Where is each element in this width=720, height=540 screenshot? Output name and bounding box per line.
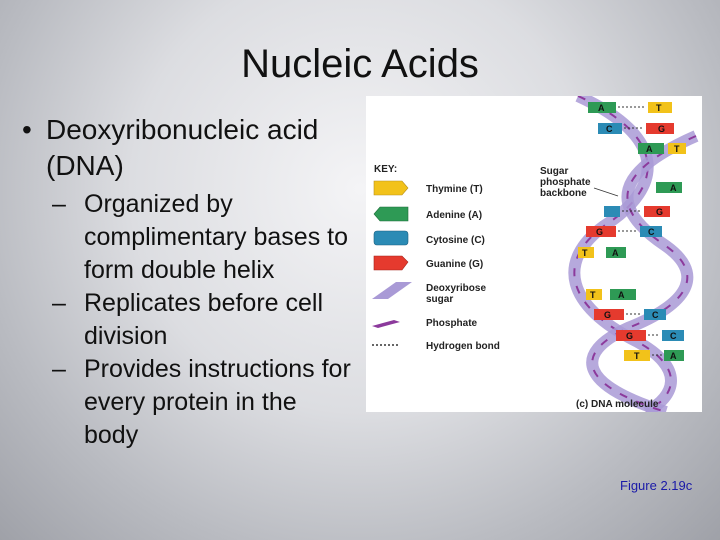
dash: –	[52, 355, 66, 383]
phosphate-strand-right	[591, 135, 697, 412]
base-pair: G C	[586, 226, 662, 237]
base-thymine	[648, 102, 672, 113]
base-letter: T	[582, 248, 588, 258]
base-adenine	[610, 289, 636, 300]
base-letter: C	[648, 227, 655, 237]
base-adenine	[606, 247, 626, 258]
bullet-main-text: Deoxyribonucleic acid (DNA)	[46, 114, 319, 181]
key-heading: KEY:	[374, 164, 397, 175]
thymine-key-icon	[373, 180, 409, 196]
base-thymine	[668, 143, 686, 154]
sugar-key-icon	[372, 282, 412, 299]
base-letter: G	[656, 207, 663, 217]
sub-bullet-text: Provides instructions for every protein …	[84, 355, 351, 449]
base-thymine	[586, 289, 602, 300]
dna-diagram: KEY: Thymine (T) Adenine (A) Cytosine (C…	[372, 96, 699, 412]
base-pair: A T	[588, 102, 672, 113]
backbone-pointer	[593, 187, 619, 197]
base-pair: C G	[598, 123, 674, 134]
slide-title: Nucleic Acids	[241, 42, 479, 86]
base-letter: A	[598, 103, 605, 113]
base-pair: G	[604, 206, 670, 217]
base-guanine	[586, 226, 616, 237]
phosphate-key-icon	[372, 320, 400, 328]
key-label-guanine: Guanine (G)	[426, 259, 483, 270]
key-label-phosphate: Phosphate	[426, 318, 478, 329]
key-label-cytosine: Cytosine (C)	[426, 235, 485, 246]
base-letter: A	[612, 248, 619, 258]
base-guanine	[644, 206, 670, 217]
cytosine-key-icon	[373, 230, 409, 246]
base-thymine	[624, 350, 650, 361]
base-letter: T	[590, 290, 596, 300]
sub-bullet: – Organized by complimentary bases to fo…	[52, 188, 352, 287]
base-letter: C	[652, 310, 659, 320]
sub-bullet-text: Organized by complimentary bases to form…	[84, 190, 349, 284]
base-pair: G C	[616, 330, 684, 341]
base-adenine	[588, 102, 616, 113]
base-thymine	[578, 247, 594, 258]
base-guanine	[616, 330, 646, 341]
base-cytosine	[662, 330, 684, 341]
base-pair: G C	[594, 309, 666, 320]
base-letter: A	[646, 144, 653, 154]
base-cytosine	[644, 309, 666, 320]
sub-bullet-text: Replicates before cell division	[84, 289, 324, 350]
base-letter: T	[656, 103, 662, 113]
key-label-hydrogen-bond: Hydrogen bond	[426, 341, 500, 352]
bullet-list: • Deoxyribonucleic acid (DNA) – Organize…	[22, 112, 352, 452]
base-letter: G	[604, 310, 611, 320]
base-letter: G	[626, 331, 633, 341]
bullet-dot: •	[22, 114, 32, 145]
base-letter: T	[634, 351, 640, 361]
dash: –	[52, 190, 66, 218]
base-pair: T A	[578, 247, 626, 258]
base-letter: A	[670, 183, 677, 193]
bullet-main: • Deoxyribonucleic acid (DNA)	[22, 112, 352, 184]
base-cytosine	[598, 123, 622, 134]
base-letter: G	[658, 124, 665, 134]
molecule-label: (c) DNA molecule	[576, 399, 659, 410]
dash: –	[52, 289, 66, 317]
base-cytosine	[640, 226, 662, 237]
dna-figure: KEY: Thymine (T) Adenine (A) Cytosine (C…	[366, 96, 702, 412]
base-adenine	[638, 143, 664, 154]
base-pair: T A	[586, 289, 636, 300]
guanine-key-icon	[373, 255, 409, 271]
base-letter: C	[606, 124, 613, 134]
base-guanine	[646, 123, 674, 134]
base-letter: A	[618, 290, 625, 300]
sub-bullet: – Replicates before cell division	[52, 287, 352, 353]
base-pair: A	[656, 182, 682, 193]
base-pair: A T	[638, 143, 686, 154]
base-letter: T	[674, 144, 680, 154]
base-cytosine	[604, 206, 620, 217]
adenine-key-icon	[373, 206, 409, 222]
key-label-thymine: Thymine (T)	[426, 184, 483, 195]
key-label-adenine: Adenine (A)	[426, 210, 482, 221]
base-adenine	[664, 350, 684, 361]
base-pair: T A	[624, 350, 684, 361]
base-letter: A	[670, 351, 677, 361]
figure-caption: Figure 2.19c	[620, 478, 693, 493]
base-guanine	[594, 309, 624, 320]
base-adenine	[656, 182, 682, 193]
base-letter: C	[670, 331, 677, 341]
sub-bullet: – Provides instructions for every protei…	[52, 353, 352, 452]
base-letter: G	[596, 227, 603, 237]
